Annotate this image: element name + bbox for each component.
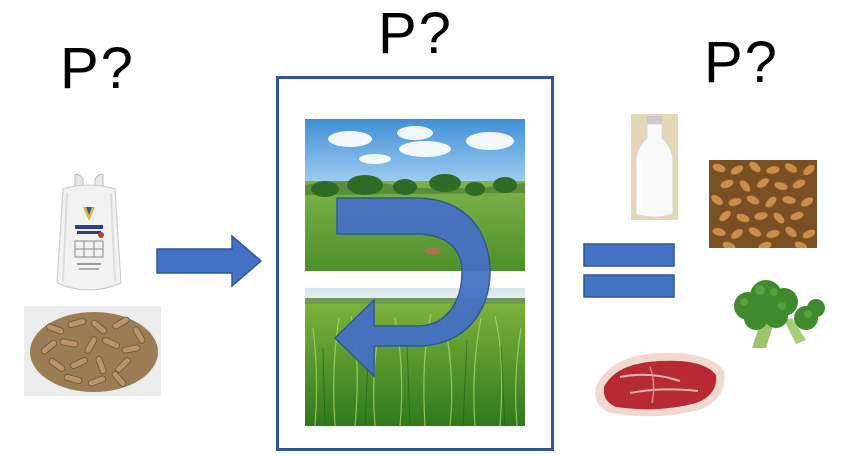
output-p-label: P? (704, 30, 779, 95)
input-p-label: P? (60, 36, 135, 101)
meat-image (590, 347, 728, 421)
broccoli-image (722, 272, 828, 354)
feed-pellets-image (24, 306, 161, 396)
fertilizer-sack-image (53, 173, 125, 295)
pasture-image (305, 119, 525, 271)
farm-p-label: P? (378, 1, 453, 66)
crop-image (305, 288, 525, 426)
grain-image (709, 160, 817, 248)
milk-bottle-image (631, 114, 678, 220)
